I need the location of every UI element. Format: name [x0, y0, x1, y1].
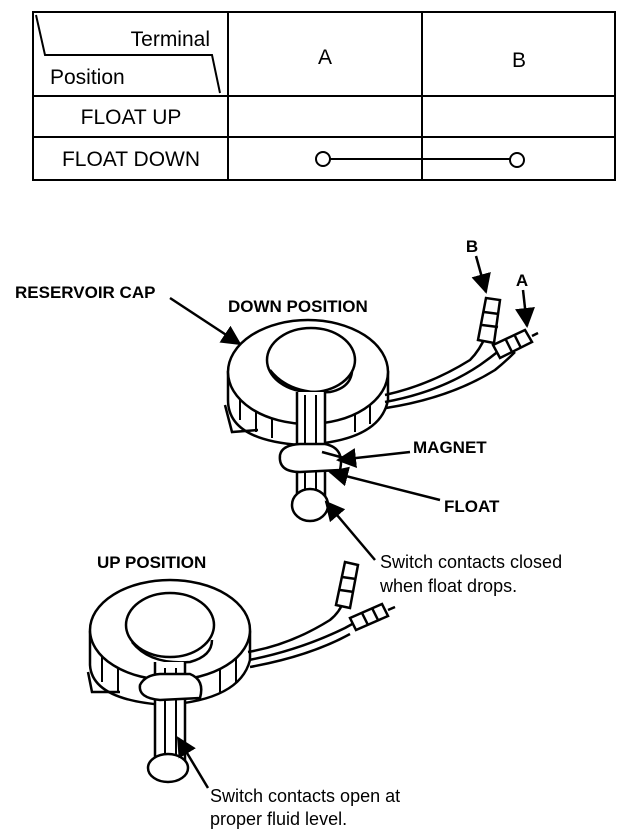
row-float-down-label: FLOAT DOWN [62, 148, 200, 171]
header-terminal-label: Terminal [131, 28, 210, 51]
closed-contacts-arrow [324, 500, 376, 561]
header-position-label: Position [50, 66, 125, 89]
open-contacts-arrow [176, 736, 210, 789]
terminal-b-plug [476, 296, 502, 345]
terminal-a-plug [491, 328, 539, 360]
down-position-label: DOWN POSITION [228, 297, 368, 316]
closed-contacts-line1: Switch contacts closed [380, 552, 562, 572]
wires-down [384, 334, 516, 410]
terminal-b-label: B [466, 237, 478, 256]
terminal-a-circle [315, 151, 331, 167]
float-arrow [328, 466, 441, 502]
reservoir-cap-label: RESERVOIR CAP [15, 283, 155, 302]
open-contacts-line1: Switch contacts open at [210, 786, 400, 806]
terminal-b-arrow [471, 255, 491, 294]
header-diagonal-line [35, 14, 221, 94]
row-float-up-label: FLOAT UP [81, 106, 182, 129]
open-contacts-line2: proper fluid level. [210, 809, 347, 829]
continuity-symbol [315, 151, 525, 168]
magnet-arrow [336, 448, 411, 468]
reservoir-cap-up [86, 578, 252, 784]
closed-contacts-line2: when float drops. [379, 576, 517, 596]
up-terminal-a-plug [348, 602, 396, 632]
float-label: FLOAT [444, 497, 500, 516]
terminal-a-label: A [516, 271, 528, 290]
continuity-table: Terminal Position A B FLOAT UP FLOAT DOW… [32, 11, 616, 181]
wires-up [247, 599, 361, 669]
terminal-a-arrow [515, 289, 535, 328]
reservoir-cap-arrow [169, 296, 242, 346]
magnet-label: MAGNET [413, 438, 487, 457]
reservoir-cap-down [223, 318, 390, 523]
terminal-b-circle [509, 152, 525, 168]
up-position-label: UP POSITION [97, 553, 206, 572]
column-a-header: A [318, 46, 332, 69]
up-terminal-b-plug [334, 560, 360, 610]
column-b-header: B [512, 49, 526, 72]
